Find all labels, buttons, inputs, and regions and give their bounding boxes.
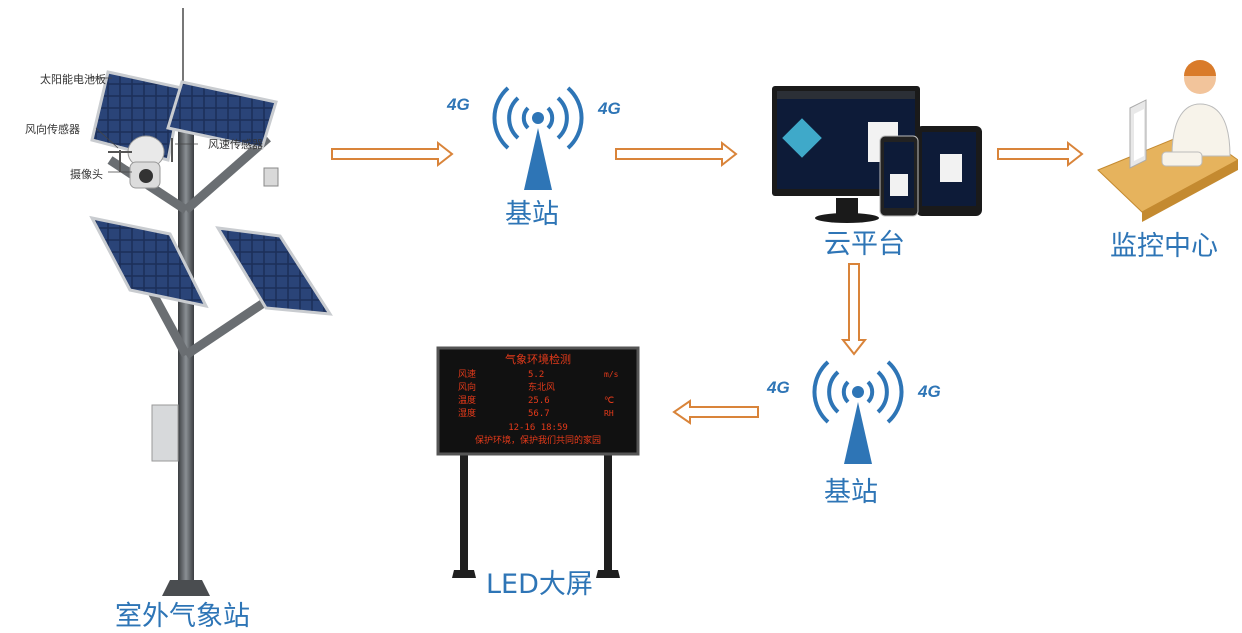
arrow-tower-to-led — [672, 399, 759, 425]
callout-wind-direction-sensor: 风向传感器 — [25, 123, 80, 136]
svg-text:m/s: m/s — [604, 370, 619, 379]
svg-text:风向: 风向 — [458, 381, 476, 393]
station-label: 室外气象站 — [115, 601, 250, 632]
arrow-tower-to-cloud — [615, 140, 738, 168]
svg-text:湿度: 湿度 — [458, 407, 476, 419]
led-row-wind-direction: 风向 东北风 — [458, 381, 555, 393]
base-station-label-top: 基站 — [505, 199, 559, 230]
led-display-board: 气象环境检测 风速 5.2 m/s 风向 东北风 温度 25.6 ℃ 湿度 56… — [436, 346, 640, 578]
callout-wind-speed-sensor: 风速传感器 — [208, 138, 263, 151]
cloud-platform-label: 云平台 — [824, 229, 905, 260]
led-datetime: 12-16 18:59 — [508, 423, 568, 433]
arrow-station-to-tower — [331, 140, 454, 168]
monitoring-center-icon — [1097, 60, 1238, 222]
svg-text:风速: 风速 — [458, 369, 476, 380]
svg-text:5.2: 5.2 — [528, 370, 544, 380]
svg-text:温度: 温度 — [458, 394, 476, 406]
callout-camera: 摄像头 — [70, 168, 103, 181]
band-label-top-left: 4G — [447, 95, 470, 114]
led-screen-label: LED大屏 — [486, 562, 593, 601]
led-screen-title: 气象环境检测 — [505, 352, 571, 366]
led-row-humidity: 湿度 56.7 RH — [458, 407, 614, 419]
svg-text:℃: ℃ — [604, 396, 614, 406]
cloud-platform-devices — [772, 86, 982, 223]
callout-solar-panel: 太阳能电池板 — [40, 73, 106, 86]
band-label-bottom-right: 4G — [918, 382, 941, 401]
svg-text:56.7: 56.7 — [528, 409, 550, 419]
led-slogan: 保护环境，保护我们共同的家园 — [475, 434, 601, 446]
monitoring-center-label: 监控中心 — [1110, 231, 1218, 262]
base-station-icon-bottom — [812, 360, 904, 464]
led-row-temperature: 温度 25.6 ℃ — [458, 394, 614, 406]
band-label-top-right: 4G — [598, 99, 621, 118]
base-station-label-bottom: 基站 — [824, 477, 878, 508]
led-row-wind-speed: 风速 5.2 m/s — [458, 369, 619, 380]
svg-text:25.6: 25.6 — [528, 396, 550, 406]
band-label-bottom-left: 4G — [767, 378, 790, 397]
svg-text:东北风: 东北风 — [528, 381, 555, 393]
arrow-cloud-to-monitor — [997, 140, 1084, 168]
arrow-cloud-to-bottom-tower — [840, 263, 868, 356]
led-screen-label-text: LED大屏 — [486, 569, 593, 600]
weather-station-illustration — [88, 8, 333, 596]
base-station-icon-top — [492, 86, 584, 190]
svg-text:RH: RH — [604, 409, 614, 418]
